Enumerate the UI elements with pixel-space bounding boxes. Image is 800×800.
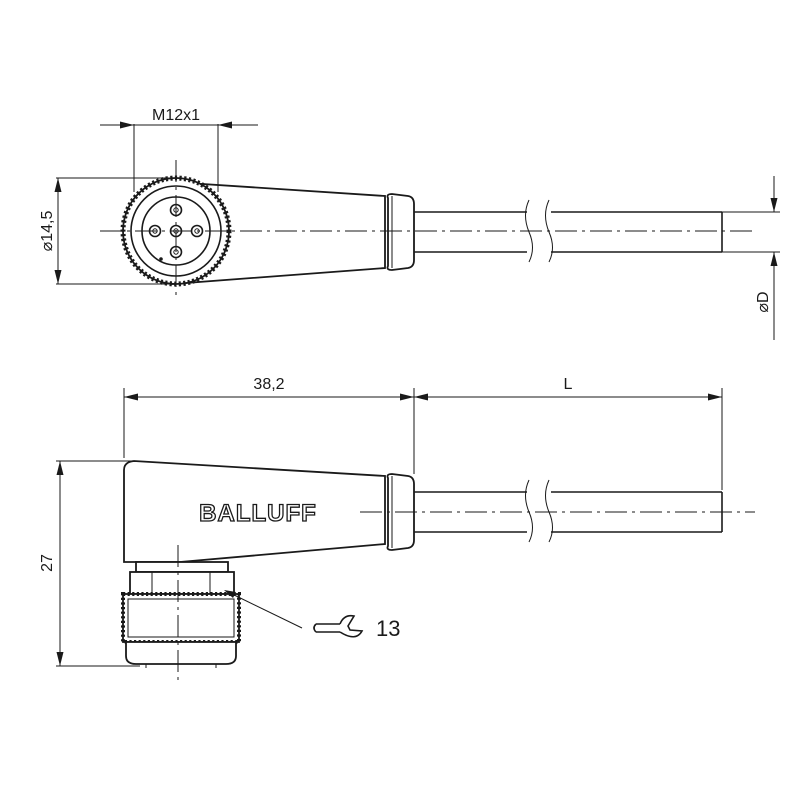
dim-cable-length: L	[414, 376, 723, 490]
side-coupling-nut	[121, 561, 241, 668]
dim-thread-label: M12x1	[152, 107, 200, 124]
dim-head-length: 38,2	[123, 376, 415, 474]
side-body-outline	[123, 460, 386, 563]
side-view: BALLUFF	[39, 376, 755, 685]
dim-diameter-label: ⌀14,5	[39, 211, 56, 252]
dim-height: 27	[39, 460, 140, 667]
dim-cable-diameter: ⌀D	[722, 176, 780, 340]
wrench-icon	[313, 614, 364, 638]
top-strain-relief	[386, 193, 415, 271]
brand-logo: BALLUFF	[199, 500, 317, 527]
wrench-size-callout: 13	[224, 590, 400, 641]
wrench-size-label: 13	[376, 616, 400, 641]
dim-cable-diameter-label: ⌀D	[755, 291, 772, 312]
dim-cable-length-label: L	[564, 376, 573, 393]
top-view: M12x1 ⌀14,5 ⌀D	[39, 107, 780, 340]
dim-height-label: 27	[39, 554, 56, 572]
dim-thread: M12x1	[100, 107, 258, 192]
top-cable	[414, 199, 723, 263]
side-cable	[414, 479, 723, 543]
dim-head-length-label: 38,2	[253, 376, 284, 393]
dim-diameter: ⌀14,5	[39, 177, 172, 285]
